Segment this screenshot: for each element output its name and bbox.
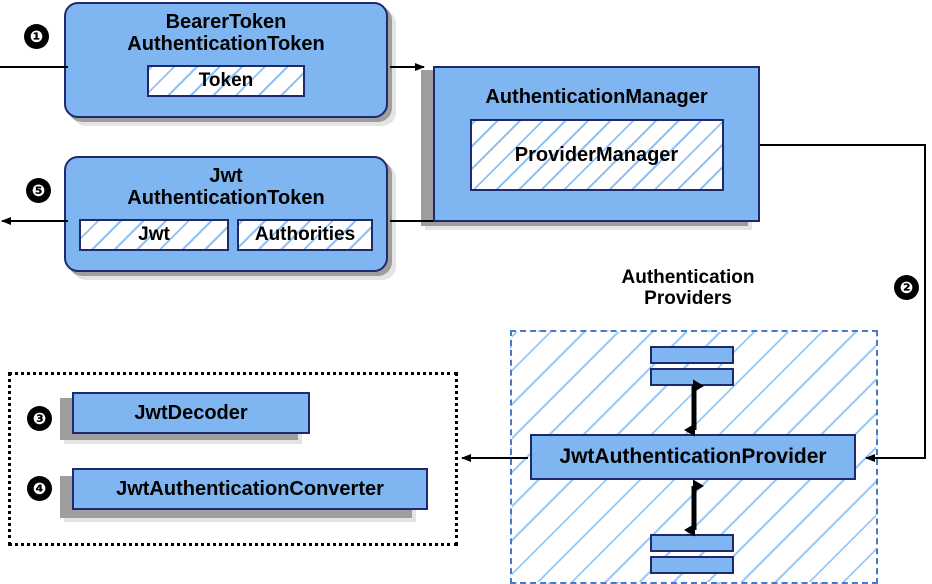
jwt-provider-title: JwtAuthenticationProvider <box>559 445 827 469</box>
jwt-decoder-title: JwtDecoder <box>134 401 248 424</box>
badge-step-5: ❺ <box>26 178 51 203</box>
badge-step-4: ❹ <box>27 476 52 501</box>
authentication-providers-label: Authentication Providers <box>621 267 755 309</box>
badge-step-2: ❷ <box>894 275 919 300</box>
auth-manager-slot-provider-manager: ProviderManager <box>469 119 724 192</box>
provider-placeholder-bar-bottom-2 <box>650 556 734 574</box>
node-authentication-manager[interactable]: AuthenticationManager ProviderManager <box>433 66 760 222</box>
badge-step-1: ❶ <box>24 24 49 49</box>
node-bearer-token-authentication-token[interactable]: BearerToken AuthenticationToken Token <box>64 2 388 118</box>
jwt-token-title: Jwt AuthenticationToken <box>127 165 325 210</box>
node-jwt-decoder[interactable]: JwtDecoder <box>72 392 310 434</box>
badge-step-3: ❸ <box>27 406 52 431</box>
jwt-token-slot-row: Jwt Authorities <box>79 218 373 251</box>
bearer-token-title: BearerToken AuthenticationToken <box>127 11 325 56</box>
auth-manager-title: AuthenticationManager <box>485 86 708 108</box>
provider-placeholder-bar-top-2 <box>650 368 734 386</box>
provider-placeholder-bar-top-1 <box>650 346 734 364</box>
jwt-token-slot-authorities: Authorities <box>237 218 373 251</box>
jwt-converter-title: JwtAuthenticationConverter <box>116 477 384 500</box>
bearer-token-slot-token: Token <box>147 64 305 97</box>
jwt-token-slot-jwt: Jwt <box>79 218 229 251</box>
group-jwt-support <box>8 372 458 546</box>
provider-placeholder-bar-bottom-1 <box>650 534 734 552</box>
node-jwt-authentication-token[interactable]: Jwt AuthenticationToken Jwt Authorities <box>64 156 388 272</box>
node-jwt-authentication-converter[interactable]: JwtAuthenticationConverter <box>72 468 428 510</box>
node-jwt-authentication-provider[interactable]: JwtAuthenticationProvider <box>530 434 856 480</box>
